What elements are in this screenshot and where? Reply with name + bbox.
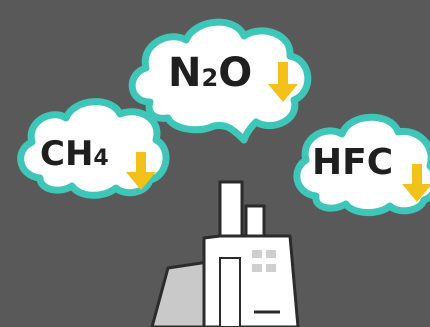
- ch4-label-main: CH: [40, 134, 93, 174]
- hfc-cloud: HFC: [293, 113, 430, 216]
- svg-text:CH4: CH4: [40, 134, 109, 174]
- factory-side-panel: [219, 257, 241, 327]
- factory-building: [202, 234, 300, 327]
- factory-window: [266, 250, 276, 258]
- n2o-label-tail: O: [218, 50, 252, 96]
- arrow-down-icon: [126, 152, 156, 190]
- factory-window: [252, 264, 262, 272]
- ch4-cloud: CH4: [17, 98, 170, 199]
- n2o-label-main: N: [168, 50, 201, 96]
- ch4-label-sub: 4: [93, 146, 108, 171]
- cooling-tower: [150, 260, 210, 327]
- hfc-label: HFC: [312, 142, 393, 183]
- n2o-cloud: N2O: [128, 18, 312, 144]
- factory-window: [266, 264, 276, 272]
- svg-text:N2O: N2O: [168, 50, 252, 96]
- arrow-down-icon: [402, 164, 430, 202]
- cloud-icon: [128, 18, 312, 144]
- factory-icon: [150, 180, 300, 327]
- cloud-icon: [293, 113, 430, 216]
- arrow-down-icon: [268, 62, 298, 102]
- factory-window: [252, 250, 262, 258]
- cloud-icon: [17, 98, 170, 199]
- n2o-label-sub: 2: [201, 64, 218, 92]
